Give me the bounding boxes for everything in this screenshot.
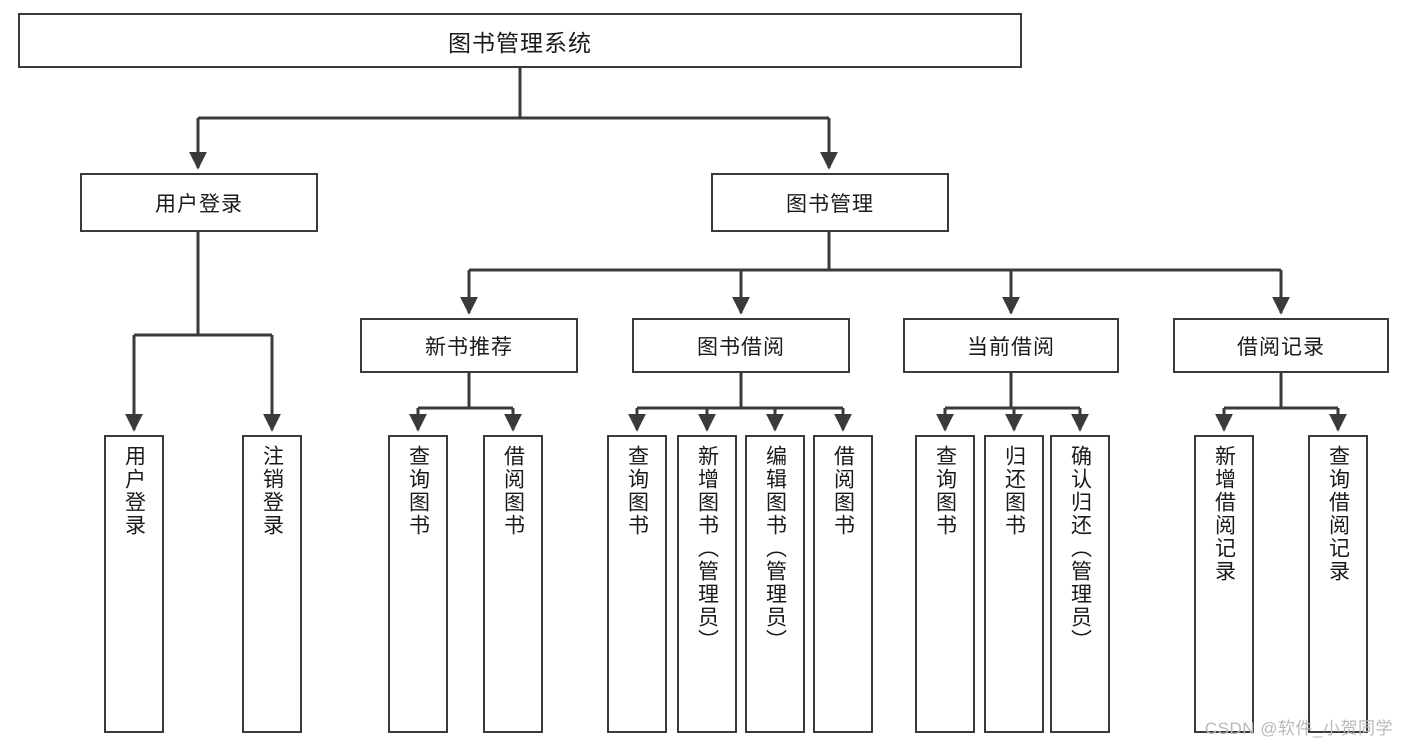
- node-borrow-record[interactable]: 借阅记录: [1173, 318, 1389, 373]
- leaf-borrow-book-bb[interactable]: 借阅图书: [813, 435, 873, 733]
- leaf-query-book-cb-label: 查询图书: [933, 445, 957, 537]
- leaf-add-borrow-record-label: 新增借阅记录: [1212, 445, 1236, 583]
- node-root[interactable]: 图书管理系统: [18, 13, 1022, 68]
- node-new-book-recommend-label: 新书推荐: [425, 335, 513, 359]
- node-book-management[interactable]: 图书管理: [711, 173, 949, 232]
- leaf-return-book[interactable]: 归还图书: [984, 435, 1044, 733]
- node-book-management-label: 图书管理: [786, 192, 874, 216]
- leaf-add-book-admin[interactable]: 新增图书（管理员）: [677, 435, 737, 733]
- leaf-borrow-book-bb-label: 借阅图书: [831, 445, 855, 537]
- node-new-book-recommend[interactable]: 新书推荐: [360, 318, 578, 373]
- node-root-label: 图书管理系统: [448, 29, 592, 56]
- leaf-user-login[interactable]: 用户登录: [104, 435, 164, 733]
- leaf-borrow-book-nbr[interactable]: 借阅图书: [483, 435, 543, 733]
- node-current-borrow-label: 当前借阅: [967, 335, 1055, 359]
- leaf-edit-book-admin-label: 编辑图书（管理员）: [763, 445, 787, 652]
- leaf-edit-book-admin[interactable]: 编辑图书（管理员）: [745, 435, 805, 733]
- leaf-query-book-nbr-label: 查询图书: [406, 445, 430, 537]
- leaf-query-book-cb[interactable]: 查询图书: [915, 435, 975, 733]
- leaf-logout[interactable]: 注销登录: [242, 435, 302, 733]
- leaf-query-book-nbr[interactable]: 查询图书: [388, 435, 448, 733]
- node-borrow-record-label: 借阅记录: [1237, 335, 1325, 359]
- leaf-confirm-return-admin-label: 确认归还（管理员）: [1068, 445, 1092, 652]
- leaf-confirm-return-admin[interactable]: 确认归还（管理员）: [1050, 435, 1110, 733]
- leaf-query-book-bb[interactable]: 查询图书: [607, 435, 667, 733]
- leaf-borrow-book-nbr-label: 借阅图书: [501, 445, 525, 537]
- node-user-login[interactable]: 用户登录: [80, 173, 318, 232]
- leaf-query-borrow-record-label: 查询借阅记录: [1326, 445, 1350, 583]
- node-current-borrow[interactable]: 当前借阅: [903, 318, 1119, 373]
- leaf-add-book-admin-label: 新增图书（管理员）: [695, 445, 719, 652]
- node-user-login-label: 用户登录: [155, 192, 243, 216]
- leaf-user-login-label: 用户登录: [122, 445, 146, 537]
- leaf-logout-label: 注销登录: [260, 445, 284, 537]
- leaf-return-book-label: 归还图书: [1002, 445, 1026, 537]
- node-book-borrow-label: 图书借阅: [697, 335, 785, 359]
- leaf-query-borrow-record[interactable]: 查询借阅记录: [1308, 435, 1368, 733]
- node-book-borrow[interactable]: 图书借阅: [632, 318, 850, 373]
- leaf-add-borrow-record[interactable]: 新增借阅记录: [1194, 435, 1254, 733]
- leaf-query-book-bb-label: 查询图书: [625, 445, 649, 537]
